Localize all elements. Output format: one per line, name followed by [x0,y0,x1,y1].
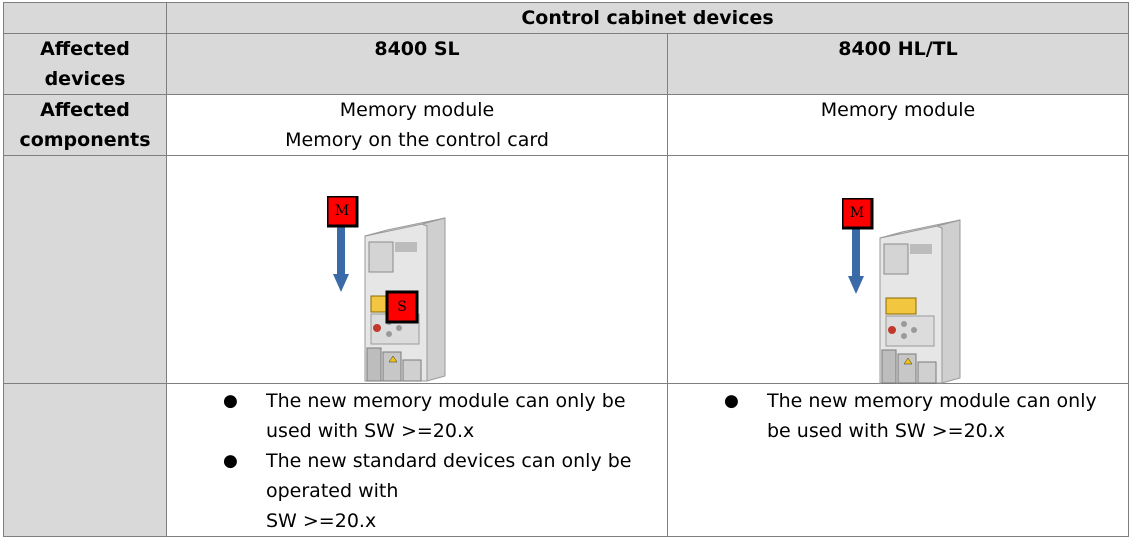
component-text: Memory module [820,99,976,121]
note-line: The new standard devices can only be [266,450,632,472]
notes-list: ● The new memory module can only be used… [668,386,1128,446]
bullet-icon: ● [724,391,739,411]
control-card-marker-icon [385,290,419,324]
row-label-line: components [19,129,151,151]
drive-8400-hltl-illustration [842,198,961,384]
corner-cell [3,2,167,34]
marker-m-label: M [334,203,350,219]
note-line: used with SW >=20.x [266,420,475,442]
row-label-affected-devices: Affected devices [3,33,167,95]
device-col-8400-hltl: 8400 HL/TL [667,33,1129,95]
image-cell-8400-sl: M S [166,155,668,384]
component-text: Memory module [339,99,495,121]
note-line: be used with SW >=20.x [767,420,1006,442]
memory-module-marker-icon [327,196,359,228]
image-cell-8400-hltl: M [667,155,1129,384]
notes-cell-8400-hltl: ● The new memory module can only be used… [667,383,1129,537]
notes-cell-8400-sl: ● The new memory module can only be used… [166,383,668,537]
row-label-line: devices [44,68,126,90]
note-line: operated with [266,480,399,502]
table-header-title: Control cabinet devices [166,2,1129,34]
marker-m-label: M [849,205,865,221]
device-col-8400-sl: 8400 SL [166,33,668,95]
notes-row-label [3,383,167,537]
note-line: The new memory module can only [767,390,1097,412]
list-item: ● The new standard devices can only be o… [167,446,667,536]
note-line: The new memory module can only be [266,390,626,412]
row-label-affected-components: Affected components [3,94,167,156]
marker-s-label: S [397,299,407,315]
list-item: ● The new memory module can only be used… [668,386,1128,446]
devices-table: Control cabinet devices Affected devices… [3,2,1129,537]
components-col-8400-hltl: Memory module [667,94,1129,156]
component-text: Memory on the control card [285,129,549,151]
memory-module-marker-icon [842,198,874,230]
components-col-8400-sl: Memory module Memory on the control card [166,94,668,156]
image-row-label [3,155,167,384]
notes-list: ● The new memory module can only be used… [167,386,667,536]
note-line: SW >=20.x [266,510,377,532]
row-label-line: Affected [40,38,130,60]
list-item: ● The new memory module can only be used… [167,386,667,446]
row-label-line: Affected [40,99,130,121]
bullet-icon: ● [223,391,238,411]
bullet-icon: ● [223,451,238,471]
drive-8400-sl-illustration [327,196,446,382]
